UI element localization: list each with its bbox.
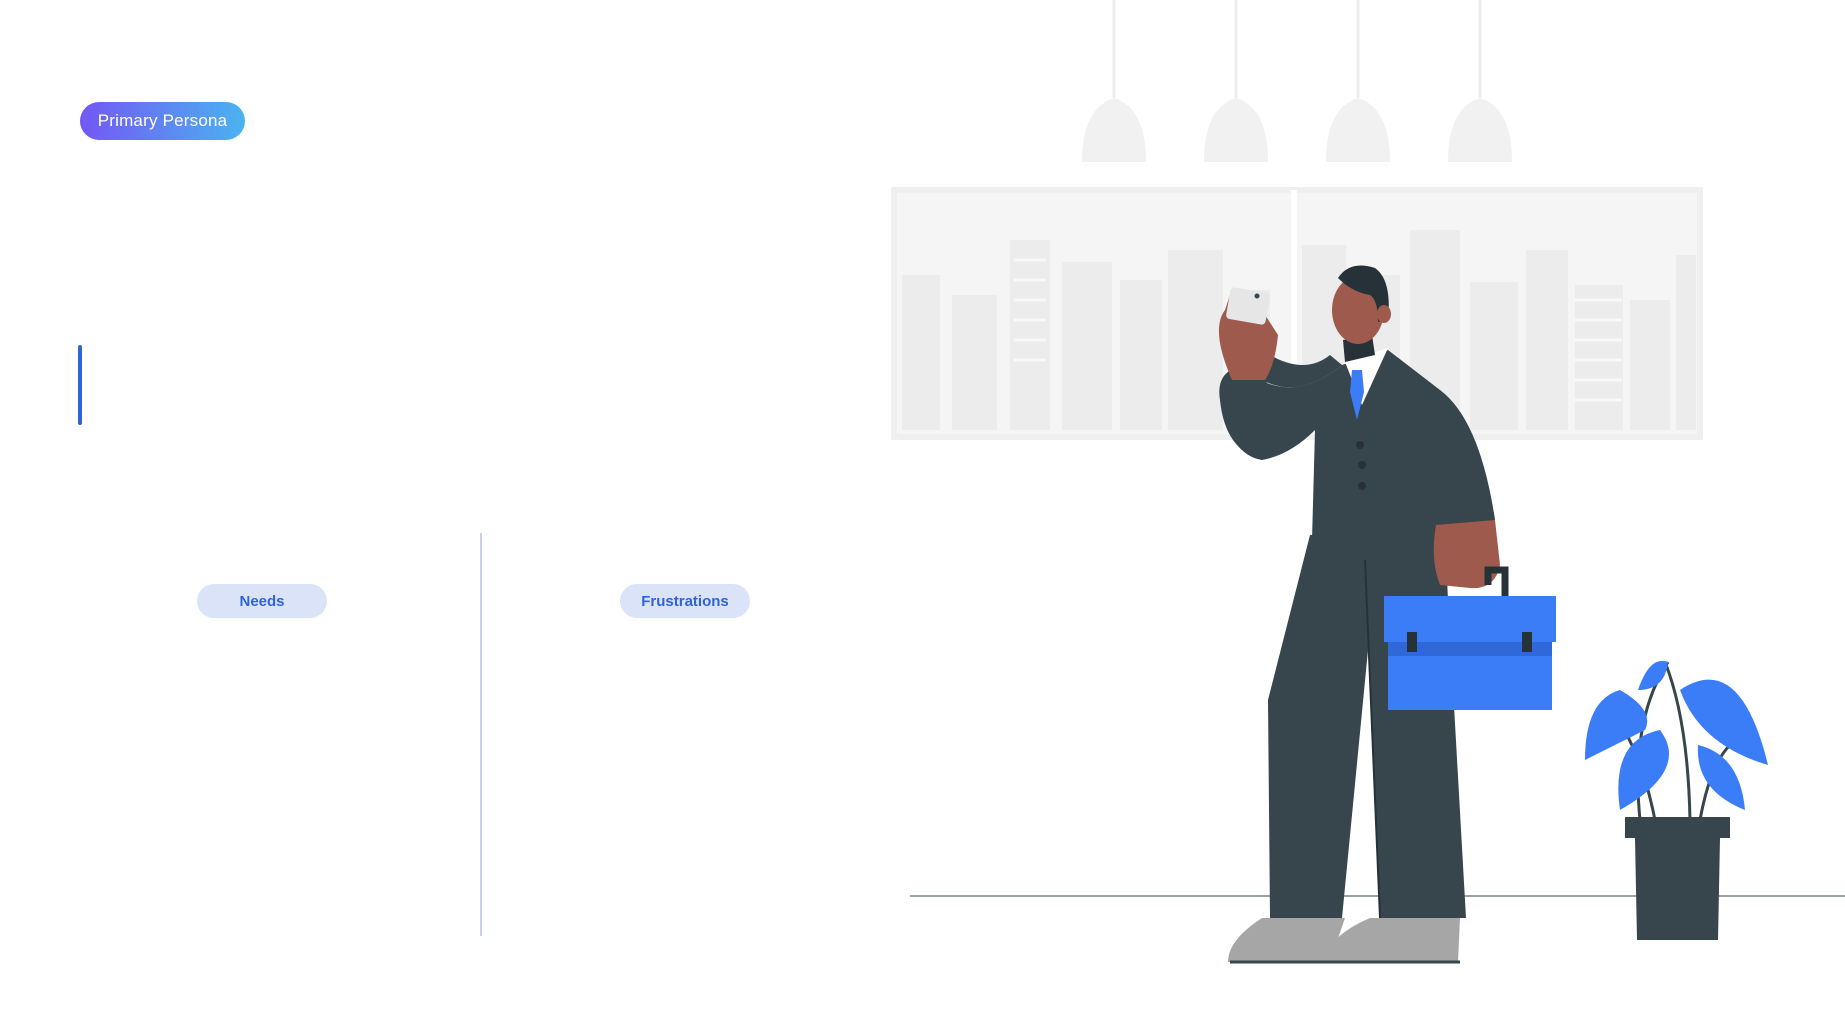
column-divider (480, 533, 482, 936)
pendant-lamp-icon (1082, 0, 1512, 162)
potted-plant-icon (1585, 660, 1768, 940)
persona-badge: Primary Persona (80, 102, 245, 140)
accent-bar (78, 345, 82, 425)
businessman-figure (1218, 265, 1556, 964)
frustrations-tag: Frustrations (620, 584, 750, 618)
needs-tag: Needs (197, 584, 327, 618)
briefcase-icon (1384, 566, 1556, 710)
